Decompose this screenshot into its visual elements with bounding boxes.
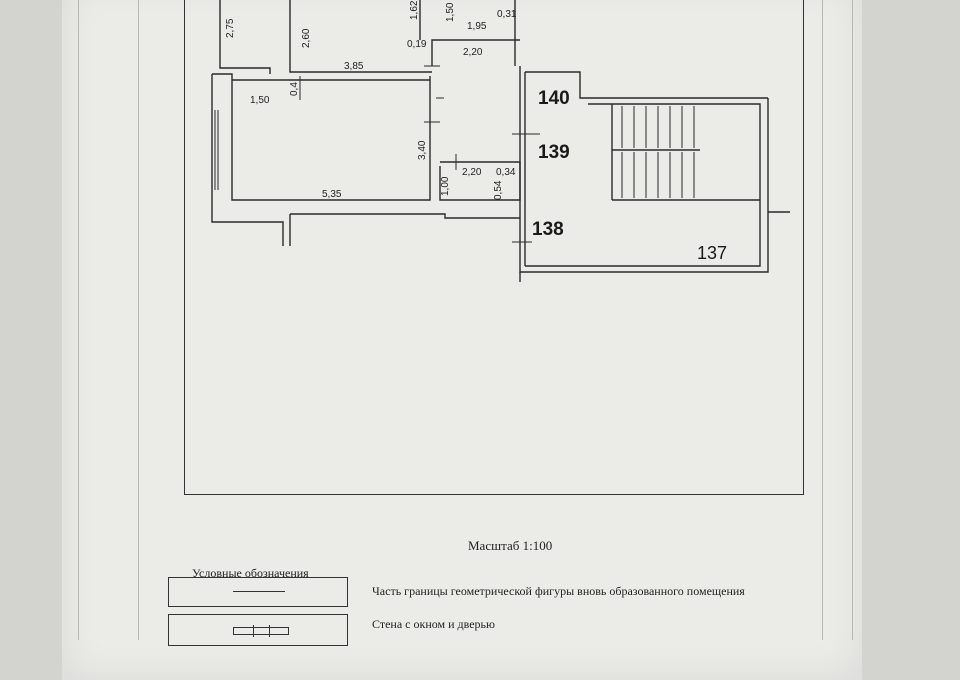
dim-label: 1,95 [467, 21, 487, 32]
dim-label: 3,85 [344, 61, 364, 72]
dim-label: 3,40 [417, 140, 428, 160]
wall-bath [431, 39, 520, 66]
dim-label: 2,75 [225, 18, 236, 38]
dim-label: 0,19 [407, 39, 427, 50]
room-number-138: 138 [532, 219, 564, 240]
dim-label: 0,54 [493, 180, 504, 200]
room-main-wall [212, 73, 431, 201]
dim-label: 1,00 [440, 176, 451, 196]
dim-label: 1,62 [409, 0, 420, 20]
dim-label: 2,20 [462, 167, 482, 178]
stairwell-outer [519, 66, 769, 273]
frame-bottom [184, 494, 804, 495]
dim-label: 0,31 [497, 9, 517, 20]
dim-label: 0,4 [289, 82, 300, 96]
page-fold-right [852, 0, 853, 640]
dim-label: 0,34 [496, 167, 516, 178]
dim-label: 2,20 [463, 47, 483, 58]
page-fold-left-inner [138, 0, 139, 640]
outer-wall-bottom [290, 213, 520, 219]
legend-swatch-boundary [168, 577, 348, 607]
dim-label: 1,50 [250, 95, 270, 106]
legend-item-boundary: Часть границы геометрической фигуры внов… [372, 584, 745, 598]
frame-left [184, 0, 185, 494]
scale-label: Масштаб 1:100 [468, 538, 553, 553]
room-number-139: 139 [538, 142, 570, 163]
legend-title: Условные обозначения [192, 566, 309, 580]
dim-label: 5,35 [322, 189, 342, 200]
room-number-137: 137 [697, 243, 728, 263]
wall-corridor [289, 0, 432, 73]
frame-right [803, 0, 804, 494]
dim-label: 1,50 [445, 2, 456, 22]
document-sheet [62, 0, 862, 680]
stairwell-top [525, 71, 768, 99]
page-fold-right-inner [822, 0, 823, 640]
legend-swatch-wall [168, 614, 348, 646]
outer-wall-left [211, 74, 284, 246]
legend-item-wall: Стена с окном и дверью [372, 617, 495, 631]
room-number-140: 140 [538, 88, 570, 109]
page-fold-left [78, 0, 79, 640]
dim-label: 2,60 [301, 28, 312, 48]
floor-plan [211, 0, 790, 282]
wall-top-left [219, 0, 271, 74]
stairwell-inner [525, 103, 761, 267]
